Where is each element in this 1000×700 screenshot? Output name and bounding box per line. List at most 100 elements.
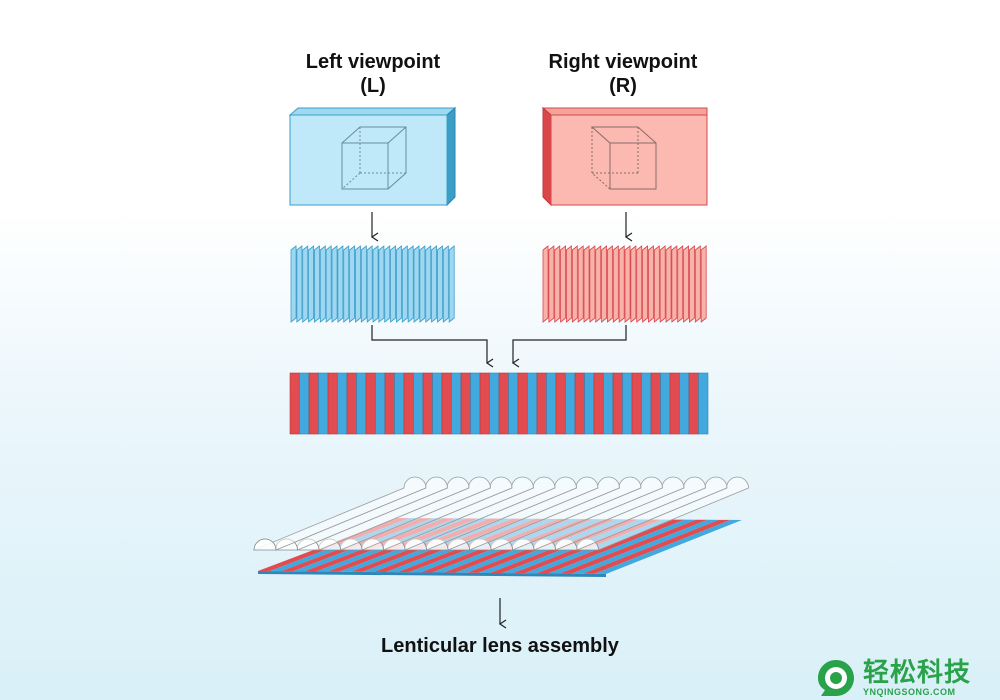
left-stripe — [546, 372, 557, 435]
right-slice — [612, 245, 619, 323]
left-slice — [396, 245, 402, 323]
left-slice — [355, 245, 361, 323]
right-stripe — [669, 372, 680, 435]
left-slice — [343, 245, 350, 323]
left-slice — [437, 245, 443, 323]
left-slice — [372, 245, 379, 323]
right-stripe — [403, 372, 414, 435]
left-stripe — [375, 372, 386, 435]
right-sheet-strip — [559, 519, 708, 574]
left-stripe — [489, 372, 500, 435]
left-slice — [360, 245, 367, 323]
left-slice — [302, 245, 309, 323]
right-sheet-strip — [582, 519, 731, 574]
left-viewpoint-title: Left viewpoint (L) — [253, 50, 493, 98]
left-slice — [296, 245, 303, 323]
right-sliced-strips — [542, 245, 707, 323]
right-slice — [636, 245, 643, 323]
right-viewpoint-title-line1: Right viewpoint — [548, 51, 698, 73]
left-stripe — [584, 372, 595, 435]
right-stripe — [517, 372, 528, 435]
right-slice — [683, 245, 690, 323]
right-stripe — [479, 372, 490, 435]
lens-end — [253, 538, 277, 551]
arrow-left-merge — [371, 325, 494, 368]
right-slice — [560, 245, 567, 323]
right-slice — [548, 245, 555, 323]
right-slice — [700, 245, 707, 323]
right-slice — [671, 245, 678, 323]
left-stripe — [470, 372, 481, 435]
arrow-right-merge — [511, 325, 627, 368]
right-slice — [648, 245, 654, 323]
left-stripe — [660, 372, 671, 435]
left-slice — [401, 245, 408, 323]
right-stripe — [688, 372, 699, 435]
right-slice — [653, 245, 660, 323]
left-viewpoint-title-line2: (L) — [360, 75, 386, 97]
left-stripe — [394, 372, 405, 435]
right-stripe — [384, 372, 395, 435]
left-stripe — [527, 372, 538, 435]
right-slice — [689, 245, 695, 323]
right-stripe — [574, 372, 585, 435]
right-stripe — [612, 372, 623, 435]
right-slice — [630, 245, 637, 323]
left-stripe — [299, 372, 310, 435]
right-stripe — [536, 372, 547, 435]
left-slice — [419, 245, 426, 323]
interleaved-image — [289, 372, 709, 435]
left-viewpoint-title-line1: Left viewpoint — [305, 51, 441, 73]
left-stripe — [679, 372, 690, 435]
left-stripe — [318, 372, 329, 435]
right-slice — [677, 245, 684, 323]
left-stripe — [603, 372, 614, 435]
left-slice — [314, 245, 320, 323]
right-slice — [577, 245, 584, 323]
right-slice — [595, 245, 602, 323]
sheet-edge — [258, 571, 606, 577]
left-stripe — [337, 372, 348, 435]
left-stripe — [698, 372, 709, 435]
right-stripe — [327, 372, 338, 435]
left-stripe — [413, 372, 424, 435]
left-stripe — [622, 372, 633, 435]
right-slice — [583, 245, 590, 323]
lens-array — [253, 476, 749, 551]
left-slice — [290, 245, 297, 323]
left-slice — [378, 245, 385, 323]
left-slice — [366, 245, 373, 323]
cube-icon — [341, 126, 407, 190]
left-stripe — [641, 372, 652, 435]
left-sheet-strip — [548, 519, 697, 574]
left-sliced-strips — [290, 245, 455, 323]
right-slice — [618, 245, 625, 323]
left-slice — [319, 245, 326, 323]
right-stripe — [289, 372, 300, 435]
left-stripe — [356, 372, 367, 435]
left-slice — [337, 245, 344, 323]
right-slice — [542, 245, 549, 323]
right-stripe — [365, 372, 376, 435]
left-slice — [448, 245, 455, 323]
right-stripe — [308, 372, 319, 435]
left-slice — [384, 245, 391, 323]
logo-chinese-text: 轻松科技 — [863, 657, 972, 688]
right-stripe — [650, 372, 661, 435]
right-slice — [589, 245, 596, 323]
left-stripe — [508, 372, 519, 435]
right-stripe — [460, 372, 471, 435]
watermark-logo: 轻松科技 YNQINGSONG.COM — [815, 655, 1000, 700]
right-slice — [624, 245, 631, 323]
left-slice — [442, 245, 449, 323]
right-slice — [665, 245, 672, 323]
left-slice — [413, 245, 420, 323]
left-stripe — [432, 372, 443, 435]
left-slice — [308, 245, 315, 323]
left-stripe — [565, 372, 576, 435]
right-slice — [694, 245, 701, 323]
lenticular-lens-assembly-label: Lenticular lens assembly — [381, 635, 619, 657]
left-image-box — [288, 106, 457, 207]
right-stripe — [631, 372, 642, 435]
